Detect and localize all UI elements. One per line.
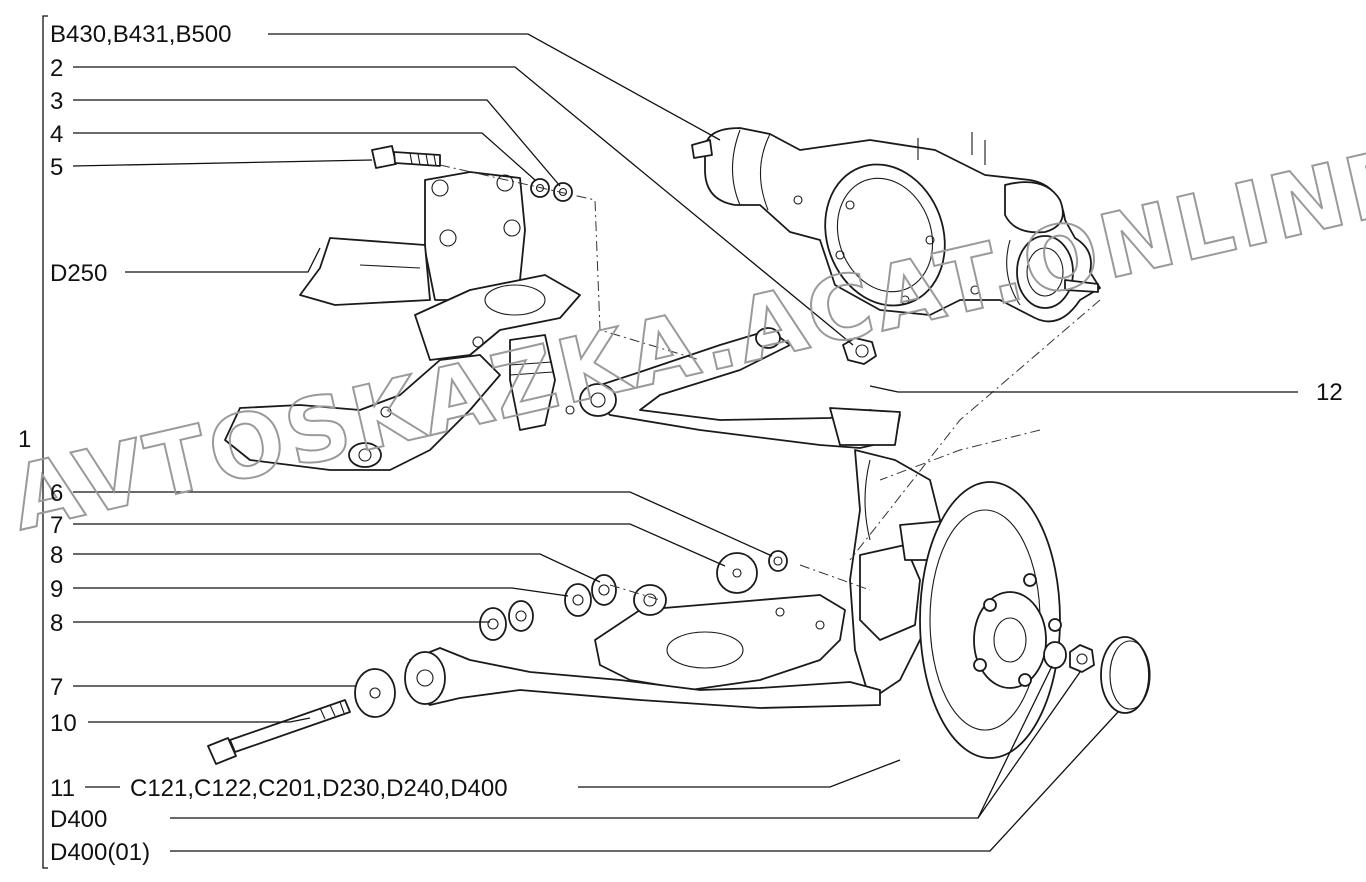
callout-8-lower: 8 [50, 610, 63, 637]
callout-2: 2 [50, 55, 63, 82]
callout-7-upper: 7 [50, 512, 63, 539]
brake-disc [919, 481, 1062, 759]
callout-6: 6 [50, 480, 63, 507]
callout-3: 3 [50, 88, 63, 115]
hub-nut [1043, 641, 1095, 673]
bushing-6 [768, 550, 788, 572]
washer-7-upper [716, 552, 758, 594]
callout-8-upper: 8 [50, 542, 63, 569]
nut-12 [842, 337, 877, 365]
callout-c121-group: C121,C122,C201,D230,D240,D400 [130, 775, 508, 802]
callout-labels: B430,B431,B500 2 3 4 5 D250 1 12 6 7 8 9… [18, 21, 1343, 866]
callout-9: 9 [50, 576, 63, 603]
washer-8-lower [508, 600, 534, 632]
body-bracket [299, 171, 581, 431]
callout-11: 11 [50, 775, 75, 802]
washer-3 [553, 182, 573, 202]
bolt-5 [371, 145, 441, 169]
lower-control-arm [594, 584, 846, 691]
callout-1: 1 [18, 426, 31, 453]
washer-9 [564, 583, 592, 617]
washer-7-lower [354, 668, 396, 718]
watermark: AVTOSKAZKA.ACAT.ONLINE [2, 128, 1366, 551]
upper-control-arm [565, 327, 901, 449]
callout-d250: D250 [50, 260, 107, 287]
callout-d400-01: D400(01) [50, 839, 150, 866]
callout-4: 4 [50, 121, 63, 148]
leader-lines [72, 33, 1298, 852]
trailing-arm [224, 336, 501, 471]
bolt-10 [207, 699, 351, 765]
callout-7-lower: 7 [50, 674, 63, 701]
callout-5: 5 [50, 154, 63, 181]
washer-8-upper [591, 574, 617, 606]
lower-link [404, 647, 881, 709]
washer-8-lower-b [479, 607, 507, 641]
parts-drawing [207, 127, 1151, 765]
callout-10: 10 [50, 710, 77, 737]
differential-housing [691, 127, 1101, 323]
group-bracket [42, 15, 48, 869]
callout-b430-b431-b500: B430,B431,B500 [50, 21, 232, 48]
hub-cap [1100, 636, 1151, 714]
callout-d400: D400 [50, 806, 107, 833]
callout-12: 12 [1316, 379, 1343, 406]
